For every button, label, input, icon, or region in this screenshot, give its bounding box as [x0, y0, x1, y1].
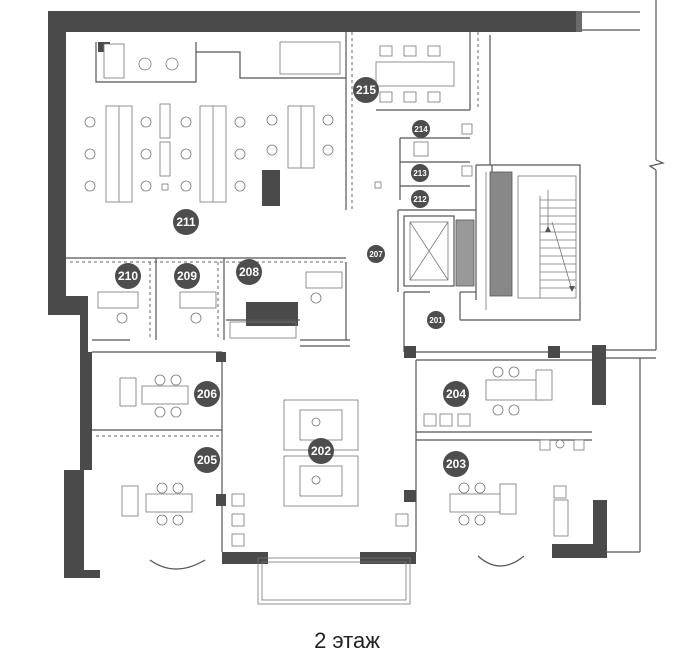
room-label-202: 202 [311, 444, 331, 458]
room-badge-210: 210 [115, 263, 141, 289]
room-badge-213: 213 [411, 164, 429, 182]
open-office-furniture [84, 41, 382, 203]
interior-partitions [66, 32, 592, 552]
room-label-212: 212 [413, 195, 427, 204]
outer-walls [48, 11, 607, 578]
room-label-209: 209 [177, 269, 197, 283]
staircase [476, 164, 581, 321]
room-label-214: 214 [414, 125, 428, 134]
room-label-205: 205 [197, 453, 217, 467]
room-label-210: 210 [118, 269, 138, 283]
room-label-208: 208 [239, 265, 259, 279]
offices-206-205-furniture [119, 374, 245, 547]
room-badge-203: 203 [443, 451, 469, 477]
offices-204-203-furniture [395, 366, 585, 537]
room-label-201: 201 [429, 316, 443, 325]
room-label-206: 206 [197, 387, 217, 401]
room-badge-209: 209 [174, 263, 200, 289]
room-badge-214: 214 [412, 120, 430, 138]
room-badge-211: 211 [173, 209, 199, 235]
elevator [403, 215, 475, 287]
room-label-215: 215 [356, 83, 376, 97]
room-label-207: 207 [369, 250, 383, 259]
room-label-211: 211 [176, 215, 196, 229]
room-badge-202: 202 [308, 438, 334, 464]
small-offices-furniture [97, 271, 343, 339]
room-label-203: 203 [446, 457, 466, 471]
room-badge-212: 212 [411, 190, 429, 208]
room-label-204: 204 [446, 387, 466, 401]
room-badge-201: 201 [427, 311, 445, 329]
floor-caption: 2 этаж [314, 628, 380, 653]
room-label-213: 213 [413, 169, 427, 178]
room-badge-204: 204 [443, 381, 469, 407]
room-badge-205: 205 [194, 447, 220, 473]
room-badge-206: 206 [194, 381, 220, 407]
room-badge-208: 208 [236, 259, 262, 285]
room-badge-207: 207 [367, 245, 385, 263]
outer-thin-lines [149, 0, 665, 605]
meeting-room-furniture [375, 45, 473, 177]
stair-treads [540, 199, 576, 289]
room-badge-215: 215 [353, 77, 379, 103]
